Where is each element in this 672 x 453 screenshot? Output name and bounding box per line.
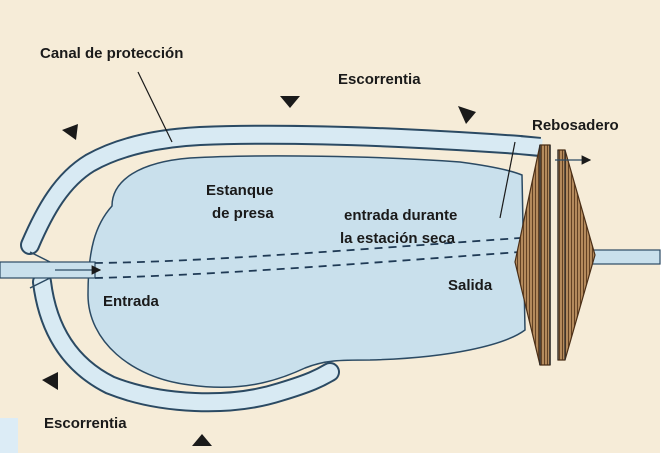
runoff-arrows [42,96,476,446]
label-entrada: Entrada [103,293,160,310]
label-entrada-durante: entrada durante [344,207,457,224]
dry-season-line-1 [94,237,521,264]
runoff-arrow-icon [458,106,476,124]
label-escorrentia-top: Escorrentia [338,71,421,88]
dry-season-line-2 [94,251,521,279]
runoff-arrow-icon [280,96,300,108]
label-salida: Salida [448,277,493,294]
outlet-pipe [584,249,661,265]
label-canal-de-proteccion: Canal de protección [40,45,183,62]
runoff-arrow-icon [42,372,58,390]
dry-season-leader [499,141,516,219]
label-estanque: Estanque [206,182,274,199]
background-corner [0,418,18,453]
dam-front [514,144,551,366]
runoff-arrow-icon [62,124,78,140]
runoff-arrow-icon [192,434,212,446]
label-de-presa: de presa [212,205,274,222]
label-estacion-seca: la estación seca [340,230,456,247]
pond-water [87,155,526,388]
channel-leader [137,71,173,143]
label-rebosadero: Rebosadero [532,117,619,134]
label-escorrentia-bottom: Escorrentia [44,415,127,432]
